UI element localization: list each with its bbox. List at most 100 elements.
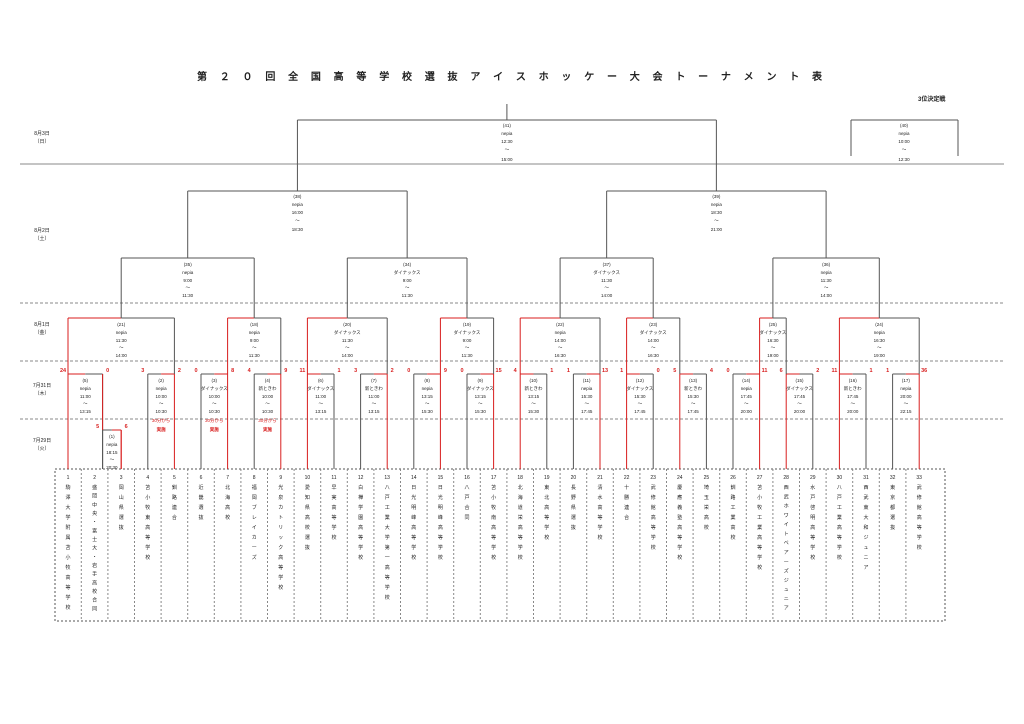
match-end: 11:30 xyxy=(249,353,260,358)
match-note: 実施 xyxy=(210,426,219,433)
match-note: 30分から xyxy=(258,417,277,424)
match-start: 20:00 xyxy=(900,394,912,399)
team-name-char: 抜 xyxy=(571,524,576,531)
match-number: (9) xyxy=(478,378,484,383)
team-name-char: 学 xyxy=(757,554,762,561)
score-right: 8 xyxy=(231,368,234,374)
team-name-char: 等 xyxy=(837,534,842,541)
score-right: 6 xyxy=(125,424,128,430)
match-start: 11:30 xyxy=(342,338,353,343)
team-name-char: 一 xyxy=(385,555,390,561)
match-note: 30分から xyxy=(205,417,224,424)
team-number: 1 xyxy=(67,475,70,481)
team-name-char: 合 xyxy=(172,514,177,521)
match-venue: 新ときわ xyxy=(684,385,702,392)
team-name-char: 明 xyxy=(411,505,416,511)
team-name-char: 館 xyxy=(651,504,656,511)
team-name-char: ・ xyxy=(92,554,97,560)
match-note: 実施 xyxy=(157,426,166,433)
team-name-char: 手 xyxy=(92,571,97,578)
match-venue: nepia xyxy=(182,270,194,275)
team-name-char: 大 xyxy=(385,524,390,531)
match-sep: 〜 xyxy=(425,401,430,406)
team-table-border xyxy=(54,468,946,622)
match-start: 11:30 xyxy=(116,338,127,343)
team-name-char: 義 xyxy=(677,504,682,511)
team-name-char: 学 xyxy=(358,544,363,551)
team-name-char: 校 xyxy=(385,594,390,601)
team-name-char: 岡 xyxy=(252,495,257,501)
score-left: 3 xyxy=(141,368,144,374)
team-name-char: 校 xyxy=(65,604,70,611)
team-name-char: 大 xyxy=(65,504,70,511)
team-name-char: 西 xyxy=(784,485,789,491)
team-name-char: 牧 xyxy=(145,504,150,511)
match-number: (17) xyxy=(902,378,911,383)
match-end: 16:30 xyxy=(648,353,660,358)
match-sep: 〜 xyxy=(771,345,776,350)
team-name-char: 校 xyxy=(92,588,97,595)
team-name-char: 八 xyxy=(464,485,469,491)
match-venue: ダイナックス xyxy=(467,385,494,392)
team-name-char: 小 xyxy=(491,494,496,501)
score-right: 11 xyxy=(762,368,768,374)
team-name-char: 高 xyxy=(677,524,682,531)
team-name-char: 工 xyxy=(730,505,735,511)
team-name-char: ワ xyxy=(784,513,789,519)
team-name-char: 牧 xyxy=(491,504,496,511)
match-venue: nepia xyxy=(555,330,567,335)
team-name-char: 学 xyxy=(385,534,390,541)
score-left: 4 xyxy=(514,368,518,374)
match-sep: 〜 xyxy=(83,401,88,406)
team-name-char: カ xyxy=(252,535,257,541)
score-left: 11 xyxy=(299,368,305,374)
score-left: 1 xyxy=(567,368,570,374)
match-venue: nepia xyxy=(422,386,434,391)
team-name-char: 等 xyxy=(651,524,656,531)
team-name-char: 学 xyxy=(651,534,656,541)
team-name-char: 校 xyxy=(518,554,523,561)
team-name-char: 樺 xyxy=(358,494,363,501)
team-name-char: 高 xyxy=(730,524,735,531)
match-number: (20) xyxy=(343,322,352,327)
team-name-char: 路 xyxy=(730,494,735,501)
match-venue: nepia xyxy=(821,270,833,275)
team-number: 7 xyxy=(226,475,229,481)
score-left: 5 xyxy=(673,368,676,374)
team-name-char: 工 xyxy=(385,505,390,511)
team-name-char: 高 xyxy=(704,514,709,521)
team-name-char: 高 xyxy=(651,514,656,521)
team-name-char: ア xyxy=(863,565,868,571)
team-number: 25 xyxy=(704,475,710,481)
team-name-char: 高 xyxy=(411,524,416,531)
match-end: 22:15 xyxy=(900,409,912,414)
team-name-char: 工 xyxy=(837,505,842,511)
team-name-char: レ xyxy=(252,515,257,521)
match-end: 20:30 xyxy=(106,465,118,470)
match-number: (37) xyxy=(603,262,612,267)
match-end: 11:30 xyxy=(462,353,473,358)
team-name-char: 学 xyxy=(438,544,443,551)
team-name-char: 大 xyxy=(863,514,868,521)
team-name-char: 埼 xyxy=(704,484,709,491)
match-start: 15:30 xyxy=(634,394,646,399)
team-name-char: 苫 xyxy=(491,484,496,491)
team-name-char: ュ xyxy=(863,545,868,551)
match-start: 12:30 xyxy=(501,139,513,144)
team-name-char: 校 xyxy=(438,554,443,561)
team-name-char: 高 xyxy=(757,534,762,541)
team-name-char: 北 xyxy=(544,494,549,501)
team-name-char: 学 xyxy=(145,544,150,551)
match-venue: nepia xyxy=(900,386,912,391)
match-number: (15) xyxy=(795,378,804,383)
team-name-char: 武 xyxy=(863,494,868,501)
match-sep: 〜 xyxy=(797,401,802,406)
score-right: 2 xyxy=(178,368,181,374)
match-start: 17:45 xyxy=(741,394,753,399)
team-name-char: 海 xyxy=(518,494,523,501)
team-number: 31 xyxy=(863,475,869,481)
team-name-char: 高 xyxy=(358,524,363,531)
team-name-char: 峰 xyxy=(411,514,416,521)
team-name-char: 戸 xyxy=(464,495,469,501)
team-name-char: 福 xyxy=(252,484,257,491)
